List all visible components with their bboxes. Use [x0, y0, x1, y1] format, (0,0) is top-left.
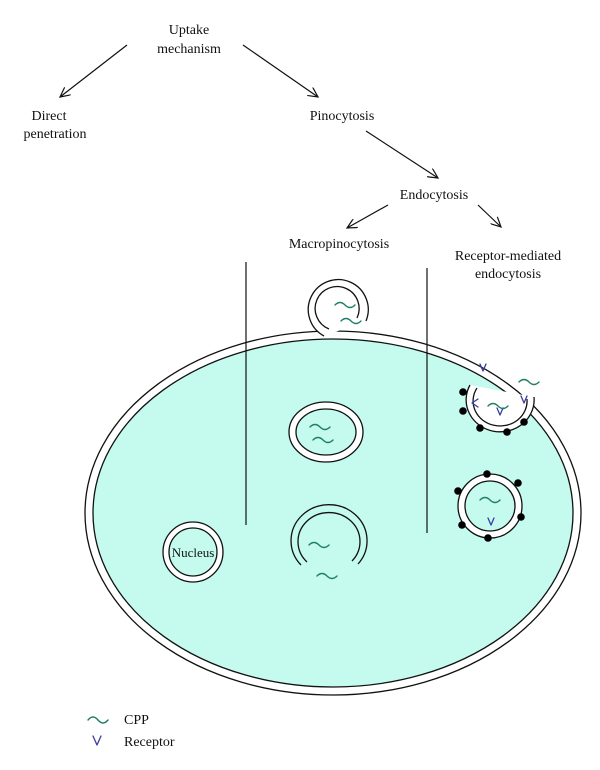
cpp-molecule [487, 402, 509, 410]
clathrin-dot [454, 487, 462, 495]
legend-cpp-symbol [87, 716, 109, 724]
cpp-molecule [309, 423, 331, 431]
pinocytosis-label: Pinocytosis [310, 109, 375, 124]
receptor [496, 407, 504, 416]
clathrin-dot [514, 479, 522, 487]
clathrin-dot [458, 521, 466, 529]
clathrin-dot [459, 388, 467, 396]
endocytosis-label: Endocytosis [400, 188, 468, 203]
opening-vesicle [290, 504, 368, 580]
receptor-mediated-label-2: endocytosis [475, 267, 541, 282]
coated-vesicle [454, 470, 525, 542]
receptor-mediated-label-1: Receptor-mediated [455, 249, 561, 264]
cpp-molecule [518, 378, 540, 386]
arrow-to-endocytosis [365, 130, 438, 178]
legend: CPP Receptor [87, 713, 175, 750]
receptor-mediated-invagination [459, 363, 540, 436]
clathrin-dot [517, 513, 525, 521]
clathrin-dot [483, 470, 491, 478]
arrow-to-direct-penetration [60, 44, 128, 97]
arrow-to-receptor-mediated [477, 204, 501, 227]
cpp-molecule [340, 317, 362, 325]
clathrin-dot [503, 428, 511, 436]
legend-cpp-label: CPP [124, 713, 149, 728]
clathrin-dot [520, 418, 528, 426]
receptor [479, 363, 487, 372]
legend-receptor-label: Receptor [124, 735, 175, 750]
nucleus-label: Nucleus [172, 545, 215, 560]
clathrin-dot [459, 407, 467, 415]
arrow-to-pinocytosis [242, 44, 318, 97]
clathrin-dot [476, 424, 484, 432]
macropinocytosis-label: Macropinocytosis [289, 237, 389, 252]
uptake-mechanism-label-2: mechanism [157, 42, 221, 57]
direct-penetration-label-1: Direct [32, 109, 67, 124]
cpp-molecule [479, 496, 501, 504]
receptor [471, 398, 479, 408]
macropinocytosis-forming-vesicle [307, 278, 369, 337]
arrow-to-macropinocytosis [347, 204, 389, 228]
clathrin-dot [484, 534, 492, 542]
legend-receptor-symbol [92, 735, 102, 746]
cpp-molecule [312, 436, 334, 444]
uptake-mechanism-label-1: Uptake [169, 23, 209, 38]
cpp-molecule [334, 301, 356, 309]
receptor [487, 517, 495, 526]
nucleus [162, 521, 224, 583]
macropinosome [288, 401, 364, 463]
cpp-molecule [308, 541, 330, 549]
receptor [520, 395, 528, 404]
cpp-molecule [316, 572, 338, 580]
direct-penetration-label-2: penetration [24, 127, 87, 142]
